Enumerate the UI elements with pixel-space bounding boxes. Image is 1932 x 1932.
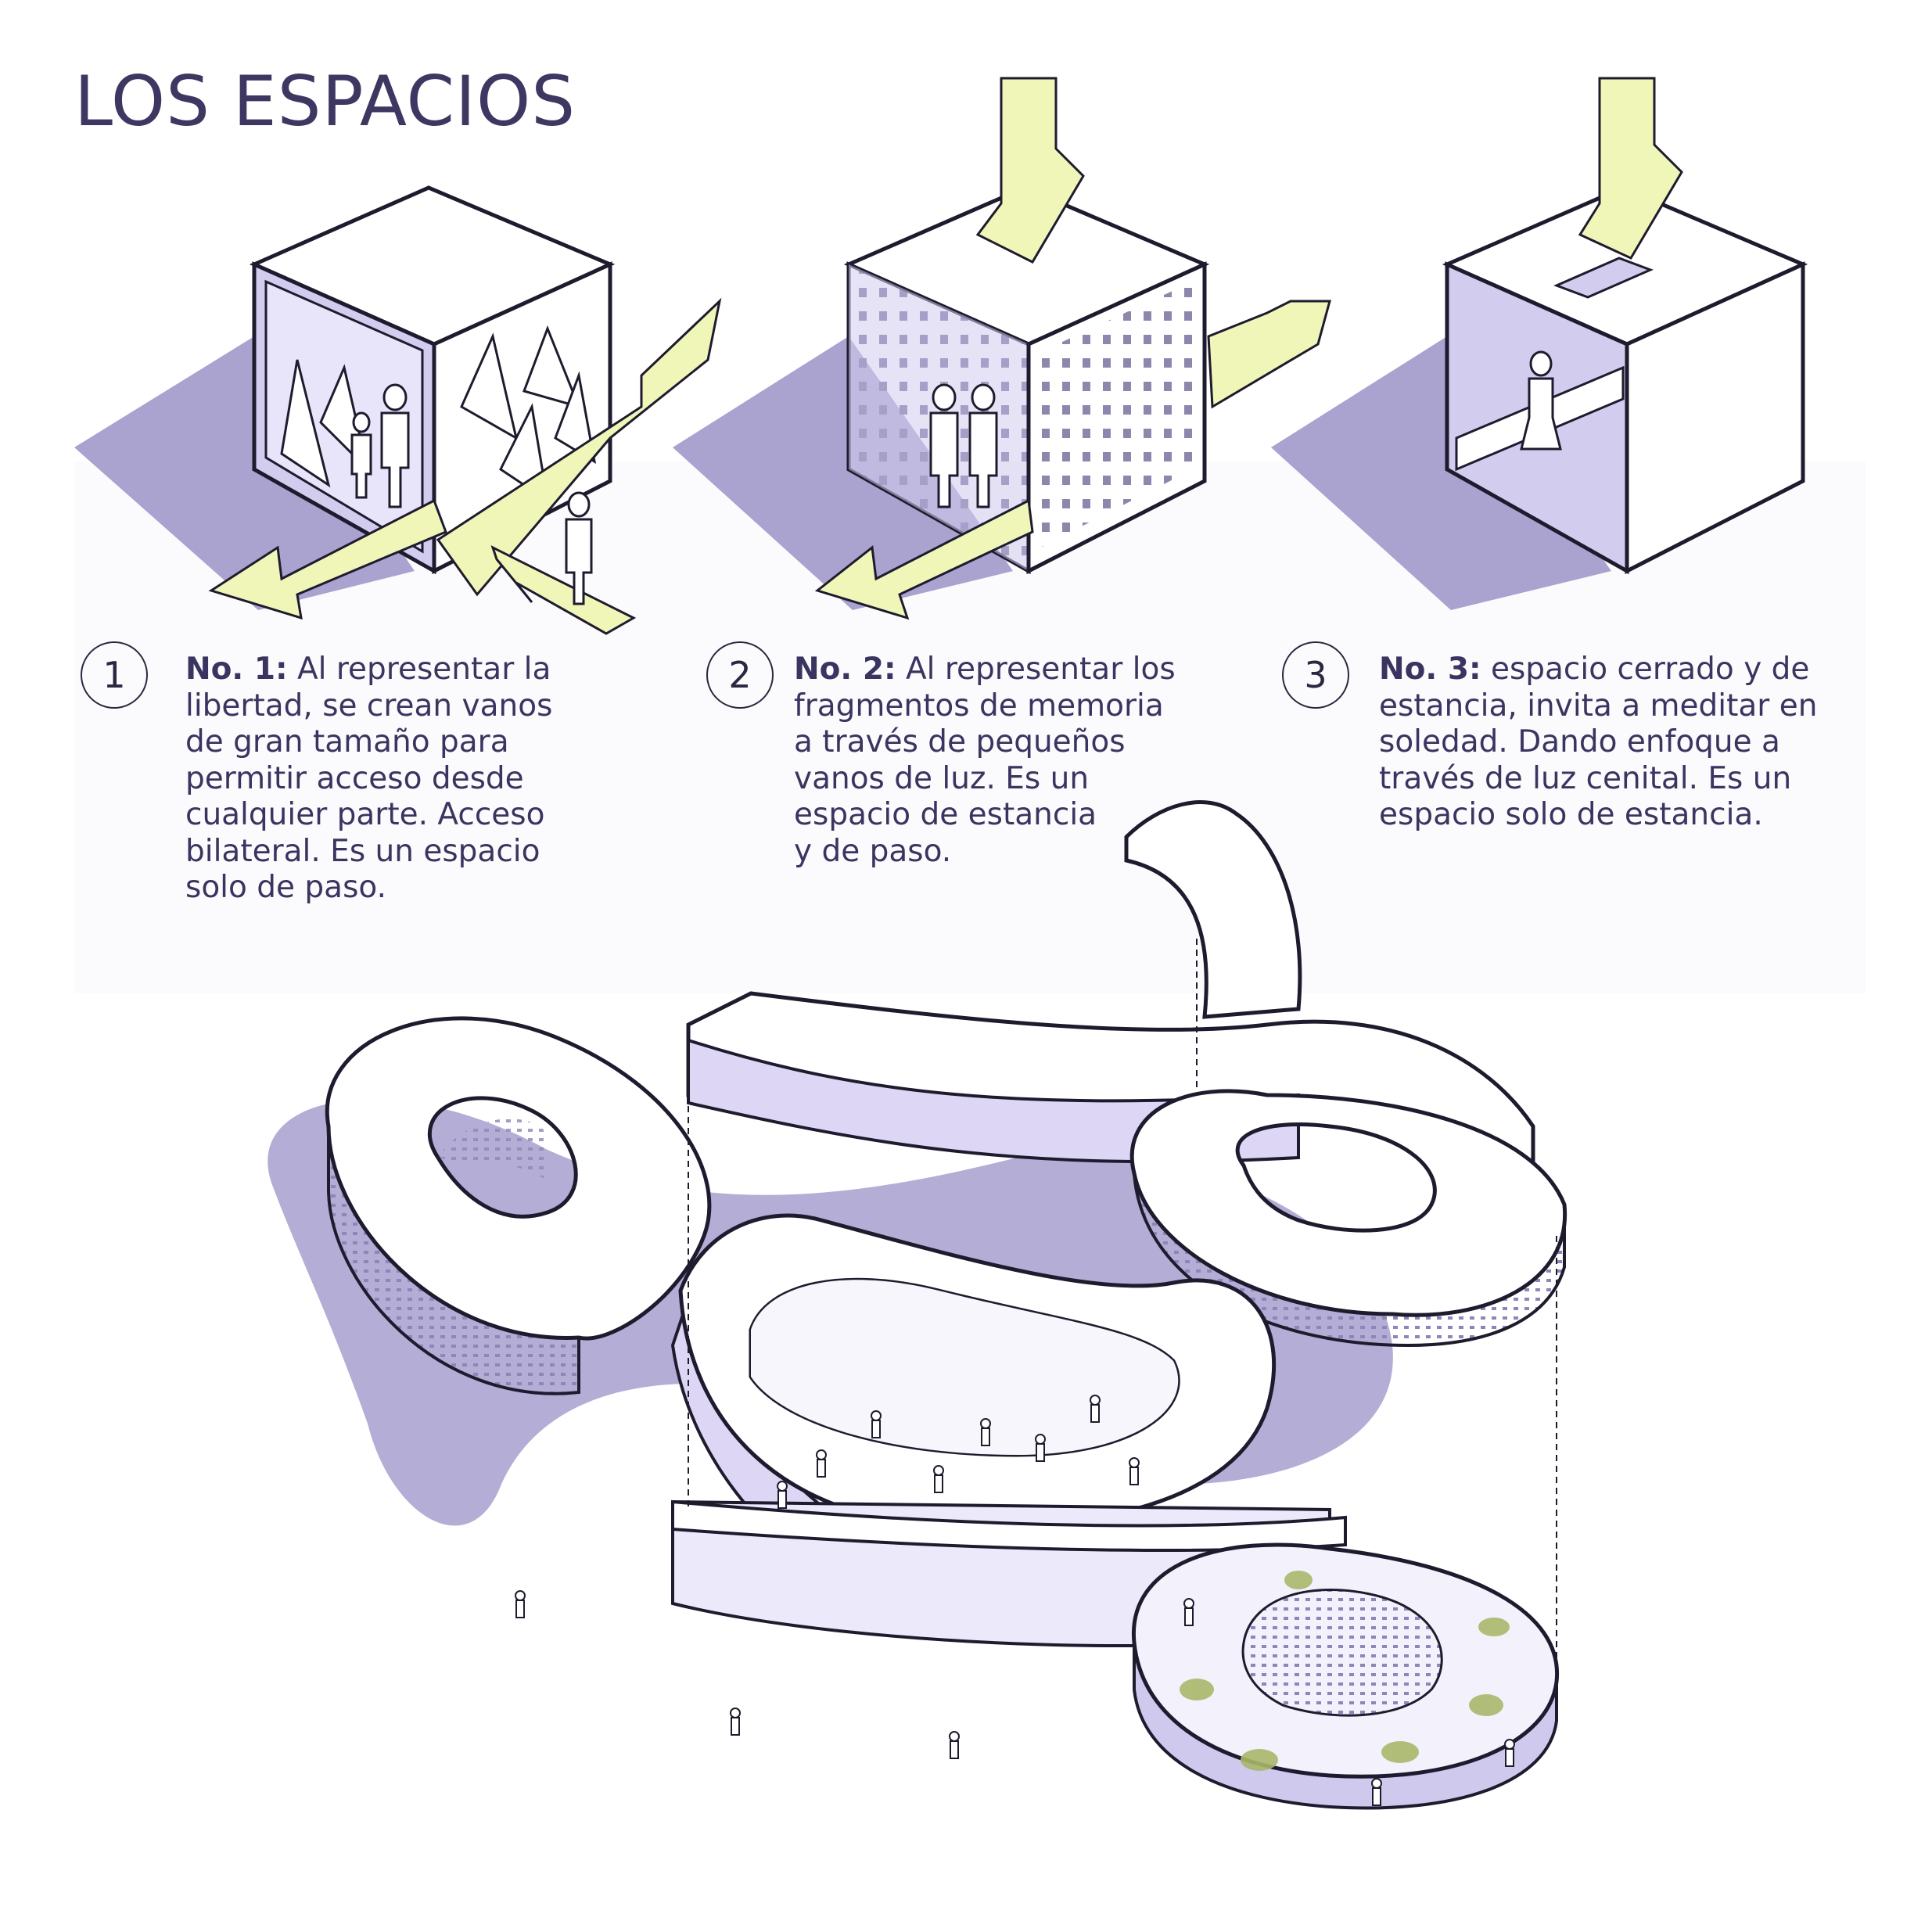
serpentine-building-axonometric (268, 803, 1564, 1808)
step-number-2: 2 (706, 641, 774, 709)
step-number-3-label: 3 (1304, 654, 1327, 696)
cube-2-diagram (673, 78, 1330, 618)
step-number-2-label: 2 (728, 654, 751, 696)
description-2: No. 2: Al representar los fragmentos de … (794, 652, 1201, 870)
cube-2-arrow-right (1208, 301, 1330, 407)
description-2-heading: No. 2: (794, 652, 896, 687)
cube-1-arrow-bottom (493, 548, 634, 634)
step-number-1: 1 (81, 641, 148, 709)
cube-3-diagram (1271, 78, 1803, 610)
description-1-heading: No. 1: (185, 652, 288, 687)
description-1-text: Al representar la libertad, se crean van… (185, 652, 552, 905)
step-number-1-label: 1 (102, 654, 125, 696)
description-1: No. 1: Al representar la libertad, se cr… (185, 652, 608, 907)
description-3-heading: No. 3: (1379, 652, 1481, 687)
cube-1-diagram (74, 188, 720, 634)
description-3: No. 3: espacio cerrado y de estancia, in… (1379, 652, 1864, 834)
step-number-3: 3 (1282, 641, 1349, 709)
